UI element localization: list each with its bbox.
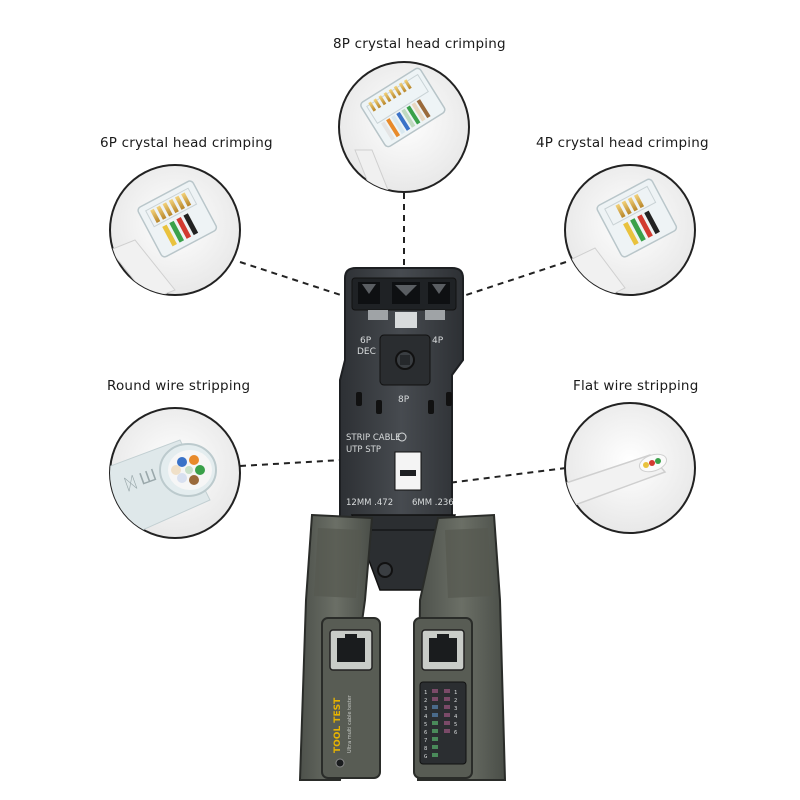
circle-round-wire: ᛞ Ш xyxy=(109,407,241,539)
led-label: 5 xyxy=(424,722,427,728)
marking-utp-stp: UTP STP xyxy=(346,445,381,455)
callout-line-flat xyxy=(439,467,567,485)
led-label: G xyxy=(424,754,427,760)
caption-4p-crimping: 4P crystal head crimping xyxy=(536,135,709,151)
tester-power-button[interactable] xyxy=(335,758,345,768)
led-label: 5 xyxy=(454,722,457,728)
led-label: 2 xyxy=(454,698,457,704)
led-label: 8 xyxy=(424,746,427,752)
led-label: 7 xyxy=(424,738,427,744)
led-label: 6 xyxy=(424,730,427,736)
callout-line-6p xyxy=(239,261,363,303)
caption-6p-crimping: 6P crystal head crimping xyxy=(100,135,273,151)
led-column-left: 1 2 3 4 5 6 7 8 G xyxy=(424,690,428,760)
marking-dec: DEC xyxy=(357,347,376,357)
crimping-tool: 6P DEC 4P 8P STRIP CABLE UTP STP 12MM .4… xyxy=(298,267,507,781)
tester-brand: TOOL TEST xyxy=(333,697,343,753)
marking-4p: 4P xyxy=(432,336,444,346)
led-label: 3 xyxy=(424,706,427,712)
marking-8p: 8P xyxy=(398,395,410,405)
led-lights xyxy=(432,689,450,757)
marking-strip-cable: STRIP CABLE xyxy=(346,433,401,443)
led-label: 3 xyxy=(454,706,457,712)
tester-subtitle: Ultra multi cable tester xyxy=(347,694,353,753)
led-label: 4 xyxy=(454,714,458,720)
circle-8p-connector xyxy=(338,61,470,193)
led-column-right: 1 2 3 4 5 6 xyxy=(454,690,458,736)
tool-head xyxy=(339,267,464,521)
led-panel xyxy=(419,681,467,765)
circle-4p-connector xyxy=(564,164,696,296)
led-label: 6 xyxy=(454,730,457,736)
marking-6p: 6P xyxy=(360,336,372,346)
caption-8p-crimping: 8P crystal head crimping xyxy=(333,36,506,52)
marking-6mm: 6MM .236 xyxy=(412,498,454,508)
marking-12mm: 12MM .472 xyxy=(346,498,393,508)
led-label: 2 xyxy=(424,698,427,704)
led-label: 1 xyxy=(424,690,427,696)
circle-6p-connector xyxy=(109,164,241,296)
caption-flat-stripping: Flat wire stripping xyxy=(573,378,699,394)
led-label: 1 xyxy=(454,690,457,696)
led-label: 4 xyxy=(424,714,428,720)
circle-flat-wire xyxy=(564,402,696,534)
caption-round-stripping: Round wire stripping xyxy=(107,378,251,394)
